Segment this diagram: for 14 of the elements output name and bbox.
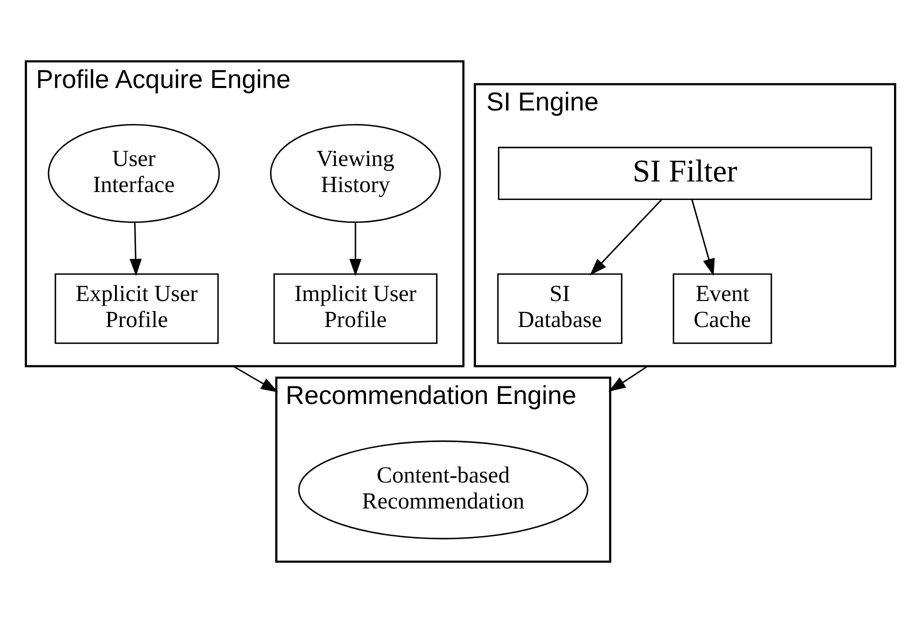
node-ellipse: Viewing History [270,124,441,223]
node-ellipse: User Interface [48,124,220,223]
arrow [130,222,142,276]
node-ellipse: Content-based Recommendation [298,440,588,540]
node-box: Explicit User Profile [54,273,219,344]
arrow [608,366,648,392]
arrow [590,199,662,276]
node-box: SI Database [497,273,622,344]
node-box: SI Filter [498,146,872,200]
node-box: Implicit User Profile [273,273,438,344]
arrow [349,222,362,276]
arrow [691,200,715,276]
arrow [232,366,278,392]
node-box: Event Cache [672,273,772,344]
